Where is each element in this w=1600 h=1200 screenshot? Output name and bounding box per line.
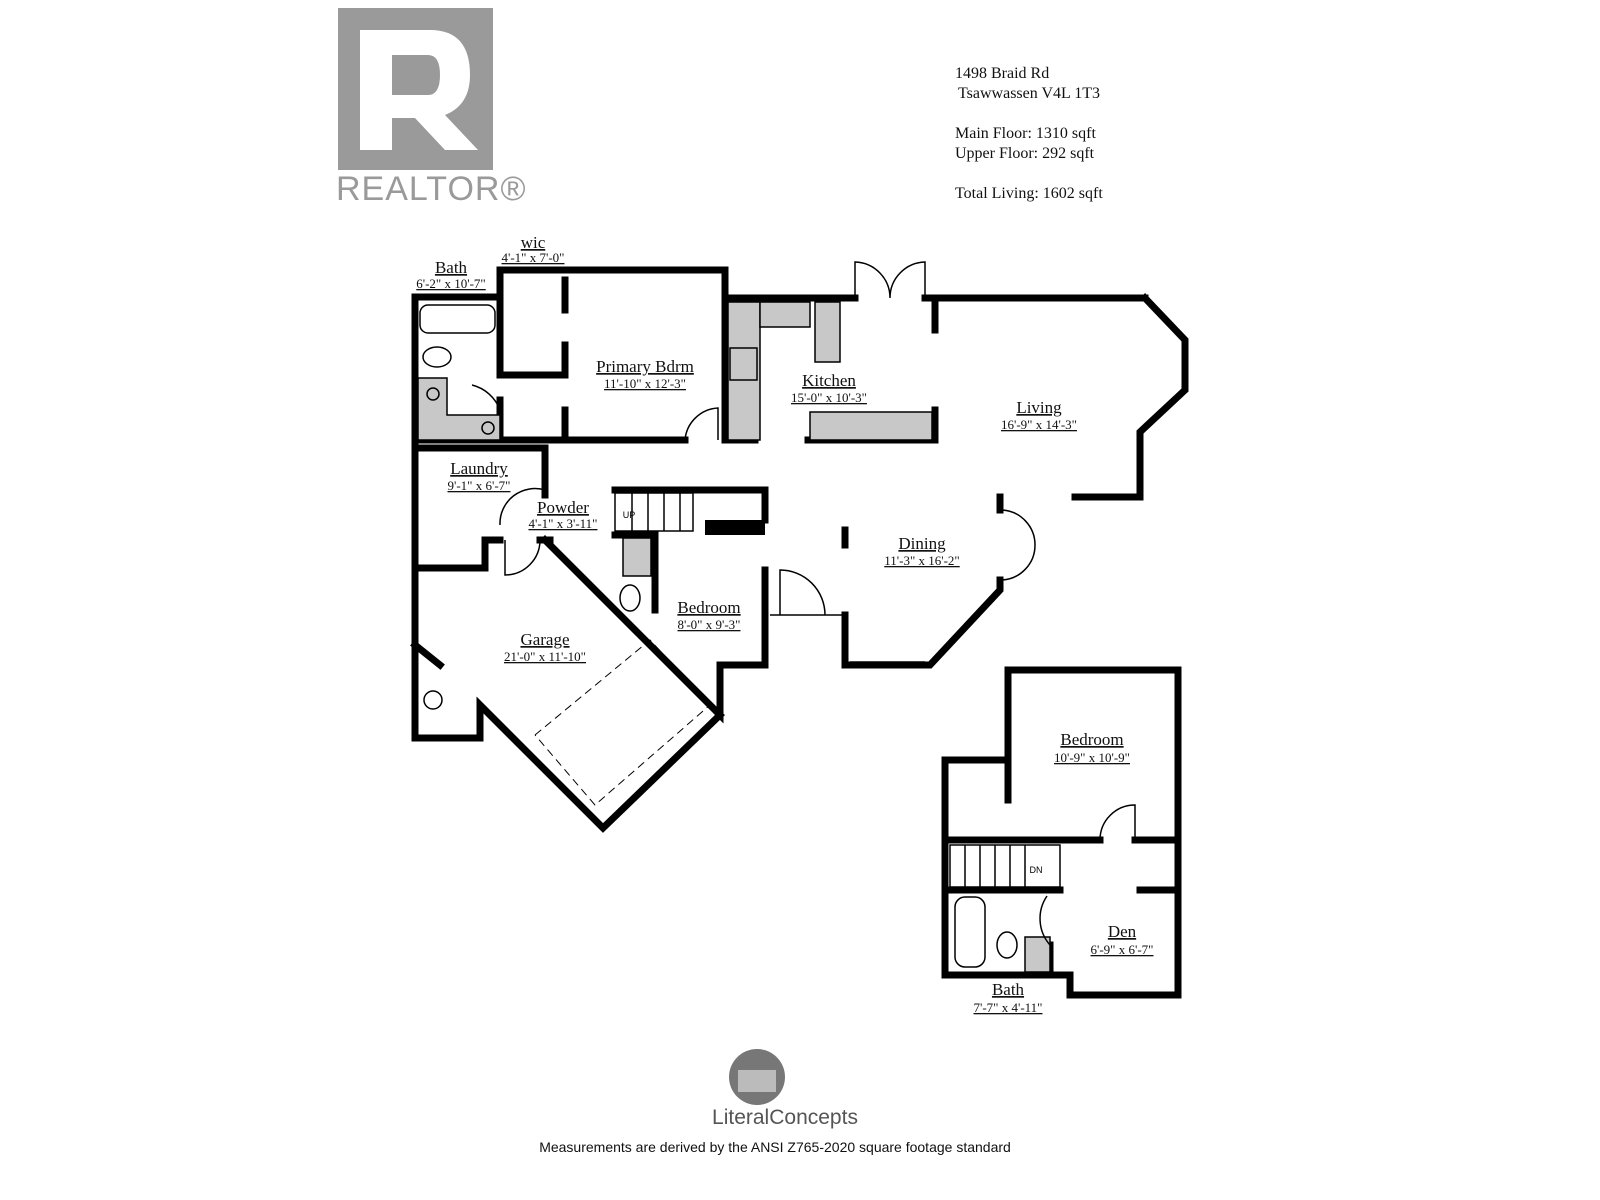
room-name: Garage <box>520 630 569 649</box>
room-name: Bath <box>992 980 1025 999</box>
room-dims: 6'-9" x 6'-7" <box>1091 942 1154 957</box>
measurement-note: Measurements are derived by the ANSI Z76… <box>539 1139 1011 1155</box>
company-name: LiteralConcepts <box>712 1106 858 1129</box>
literal-concepts-logo <box>729 1049 785 1105</box>
room-dims: 4'-1" x 3'-11" <box>529 516 598 531</box>
room-name: Dining <box>898 534 946 553</box>
upper-floor-area: Upper Floor: 292 sqft <box>955 145 1095 162</box>
room-name: Powder <box>537 498 589 517</box>
realtor-wordmark: REALTOR® <box>336 170 527 208</box>
address-line-2: Tsawwassen V4L 1T3 <box>958 85 1100 102</box>
room-name: Kitchen <box>802 371 856 390</box>
room-name: Primary Bdrm <box>596 357 694 376</box>
room-dims: 7'-7" x 4'-11" <box>974 1000 1043 1015</box>
property-info: 1498 Braid Rd Tsawwassen V4L 1T3 Main Fl… <box>955 64 1103 204</box>
upper-floor-labels: Bedroom 10'-9" x 10'-9" Den 6'-9" x 6'-7… <box>974 730 1154 1015</box>
realtor-logo <box>338 8 493 170</box>
room-dims: 10'-9" x 10'-9" <box>1054 750 1130 765</box>
main-floor-labels: wic 4'-1" x 7'-0" Bath 6'-2" x 10'-7" Pr… <box>416 233 1077 664</box>
upper-floor-walls <box>941 666 1182 999</box>
room-name: Bedroom <box>1060 730 1123 749</box>
main-floor-area: Main Floor: 1310 sqft <box>955 125 1096 142</box>
address-line-1: 1498 Braid Rd <box>955 65 1050 82</box>
room-name: Living <box>1016 398 1062 417</box>
fixtures <box>417 261 1036 710</box>
room-dims: 4'-1" x 7'-0" <box>502 250 565 265</box>
stair-label: DN <box>1030 865 1043 875</box>
room-name: Bedroom <box>677 598 740 617</box>
room-dims: 21'-0" x 11'-10" <box>504 649 586 664</box>
stair-label: UP <box>623 510 636 520</box>
room-dims: 16'-9" x 14'-3" <box>1001 417 1077 432</box>
room-dims: 11'-10" x 12'-3" <box>604 376 686 391</box>
room-name: Bath <box>435 258 468 277</box>
room-dims: 9'-1" x 6'-7" <box>448 478 511 493</box>
room-dims: 6'-2" x 10'-7" <box>416 276 485 291</box>
room-dims: 8'-0" x 9'-3" <box>678 617 741 632</box>
room-name: wic <box>521 233 546 252</box>
room-name: Laundry <box>450 459 508 478</box>
room-dims: 11'-3" x 16'-2" <box>884 553 959 568</box>
room-dims: 15'-0" x 10'-3" <box>791 390 867 405</box>
room-name: Den <box>1108 922 1137 941</box>
total-living-area: Total Living: 1602 sqft <box>955 185 1103 202</box>
